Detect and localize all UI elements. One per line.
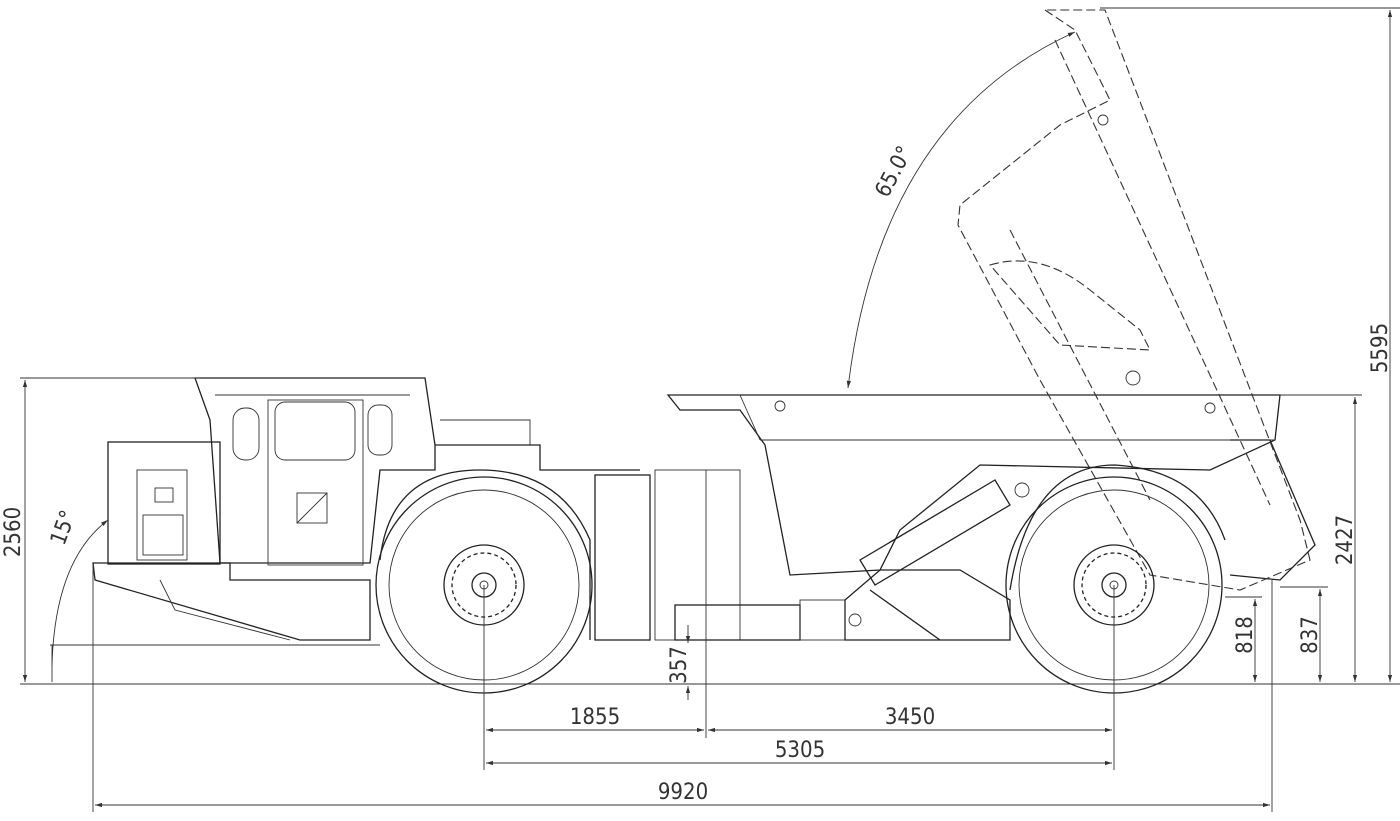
dim-arc-dump-angle bbox=[846, 31, 1076, 389]
dim-axle-height: 818 bbox=[1233, 616, 1258, 654]
dim-pivot-to-rear: 3450 bbox=[885, 705, 935, 730]
dim-overall-height: 2560 bbox=[1, 507, 26, 557]
dim-approach-angle: 15° bbox=[46, 507, 81, 549]
dim-front-to-pivot: 1855 bbox=[570, 705, 620, 730]
dim-dump-height: 5595 bbox=[1368, 323, 1393, 373]
truck-outline bbox=[92, 377, 1316, 641]
dim-dump-angle: 65.0° bbox=[871, 142, 918, 201]
dim-box-height: 2427 bbox=[1333, 515, 1358, 565]
dim-wheelbase: 5305 bbox=[775, 738, 825, 763]
dim-overall-length: 9920 bbox=[658, 780, 708, 805]
raised-dump-box bbox=[957, 9, 1311, 591]
dim-rear-clearance: 837 bbox=[1298, 616, 1323, 654]
dim-ground-clearance: 357 bbox=[667, 646, 692, 684]
